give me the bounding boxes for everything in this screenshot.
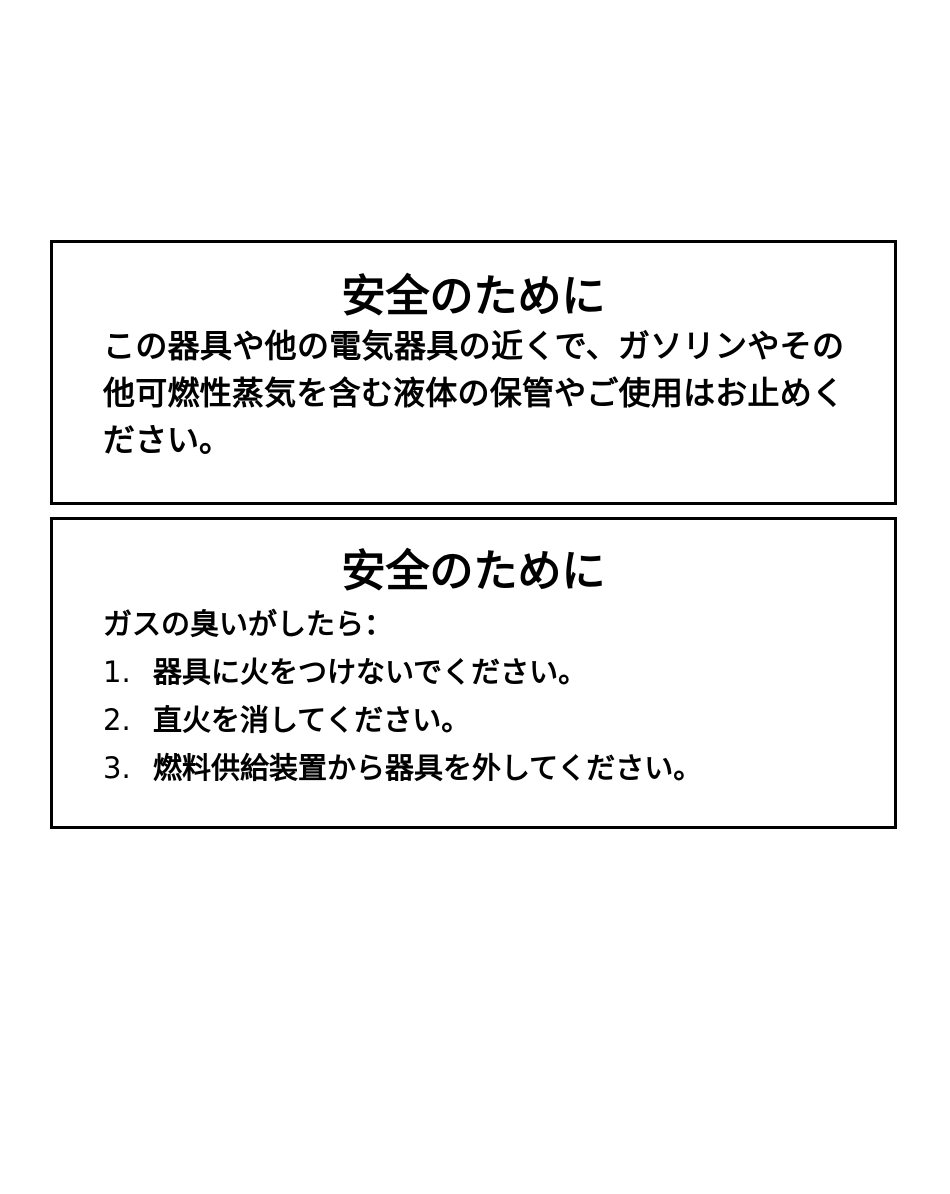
instruction-item: 3. 燃料供給装置から器具を外してください。 [103,744,894,792]
safety-notice-box: 安全のために この器具や他の電気器具の近くで、ガソリンやその他可燃性蒸気を含む液… [50,240,897,505]
notice-title: 安全のために [53,271,894,323]
notice-title: 安全のために [53,546,894,598]
instruction-text: 燃料供給装置から器具を外してください。 [153,744,702,792]
instruction-number: 3. [103,744,153,792]
instruction-number: 1. [103,648,153,696]
instruction-text: 直火を消してください。 [153,696,470,744]
notice-intro-text: ガスの臭いがしたら： [103,600,894,648]
instruction-number: 2. [103,696,153,744]
instruction-text: 器具に火をつけないでください。 [153,648,587,696]
gas-smell-notice-box: 安全のために ガスの臭いがしたら： 1. 器具に火をつけないでください。 2. … [50,517,897,829]
instruction-item: 1. 器具に火をつけないでください。 [103,648,894,696]
notice-body-text: この器具や他の電気器具の近くで、ガソリンやその他可燃性蒸気を含む液体の保管やご使… [53,323,894,464]
instruction-list: 1. 器具に火をつけないでください。 2. 直火を消してください。 3. 燃料供… [53,648,894,792]
instruction-item: 2. 直火を消してください。 [103,696,894,744]
